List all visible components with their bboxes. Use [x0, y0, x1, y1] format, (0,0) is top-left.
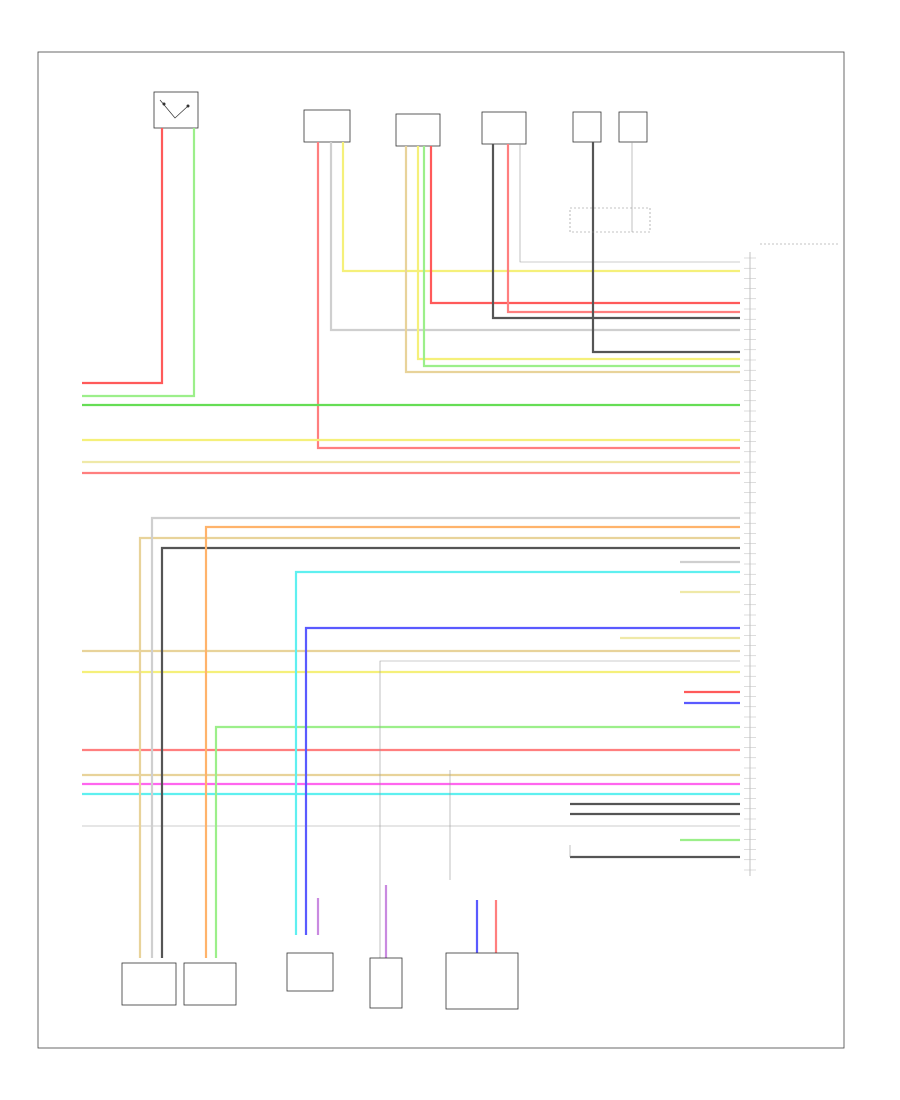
- wire-c-pink: [506, 144, 740, 314]
- wire-a-yellow: [341, 142, 740, 273]
- wire-c-gray: [491, 144, 740, 320]
- wire-green-down: [214, 725, 740, 958]
- ecm-connector: [744, 243, 838, 876]
- wire-gray-down: [150, 516, 740, 958]
- wire-b-green: [422, 146, 740, 368]
- bottom-component-2: [183, 962, 237, 1006]
- wire-a-pink: [316, 142, 740, 450]
- wire-c-gray2: [519, 144, 740, 263]
- bottom-component-5: [445, 952, 519, 1010]
- ecm-pin-ticks: [744, 257, 756, 871]
- bottom-wires: [138, 516, 740, 958]
- diagram-frame: [37, 51, 845, 1049]
- component-pair: [572, 111, 648, 143]
- wire-a-gray: [329, 142, 740, 332]
- bottom-component-3: [286, 952, 334, 992]
- wire-pair-gray: [591, 142, 740, 354]
- horizontal-wires: [82, 403, 740, 827]
- wire-orange-down: [204, 525, 740, 958]
- wire-blue-down: [304, 626, 740, 935]
- bottom-component-1: [121, 962, 177, 1006]
- wire-switch-green: [82, 128, 196, 398]
- component-a: [303, 109, 351, 143]
- wire-cyan-down: [294, 570, 740, 935]
- wire-darkgray-down: [160, 546, 740, 958]
- wire-b-tan: [404, 146, 740, 374]
- wire-switch-red: [82, 128, 164, 385]
- top-left-switch: [153, 91, 199, 129]
- wire-b-red: [429, 146, 740, 305]
- top-wires: [82, 128, 740, 450]
- wire-b-yellow: [416, 146, 740, 361]
- wire-tan-down: [138, 536, 740, 958]
- component-c: [481, 111, 527, 145]
- component-b: [395, 113, 441, 147]
- bottom-component-4: [369, 957, 403, 1009]
- right-stubs: [569, 560, 740, 859]
- wire-gray-to-4: [379, 660, 740, 958]
- wire-pair-dash: [569, 207, 651, 233]
